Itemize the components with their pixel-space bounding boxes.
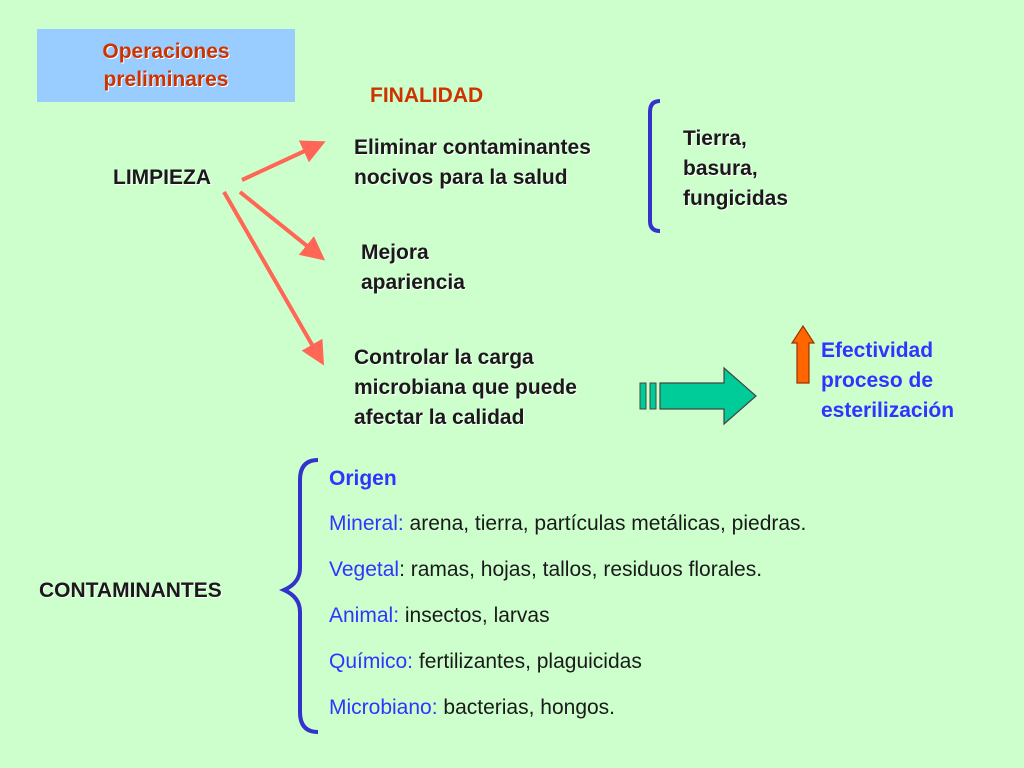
arrow-to-appearance xyxy=(238,190,326,261)
purpose-item-appearance: Mejora apariencia xyxy=(361,238,511,298)
origin-heading: Origen xyxy=(329,467,397,490)
purpose-item-line: afectar la calidad xyxy=(354,406,525,429)
purpose-item-line: apariencia xyxy=(361,271,465,294)
contaminantes-label: CONTAMINANTES xyxy=(39,579,222,602)
contaminant-origin-list: Origen Mineral: arena, tierra, partícula… xyxy=(329,464,1019,739)
limpieza-label: LIMPIEZA xyxy=(113,166,211,189)
purpose-item-line: Controlar la carga xyxy=(354,346,534,369)
title-line-2: preliminares xyxy=(103,67,229,91)
effectiveness-line: Efectividad xyxy=(821,339,934,362)
list-item: Mineral: arena, tierra, partículas metál… xyxy=(329,509,1019,539)
examples-line: fungicidas xyxy=(683,187,789,210)
effectiveness-note: Efectividad proceso de esterilización xyxy=(821,336,1011,426)
effectiveness-line: esterilización xyxy=(821,399,955,422)
list-item: Microbiano: bacterias, hongos. xyxy=(329,693,1019,723)
list-item: Vegetal: ramas, hojas, tallos, residuos … xyxy=(329,555,1019,585)
purpose-item-microbial: Controlar la carga microbiana que puede … xyxy=(354,343,644,433)
origin-examples: insectos, larvas xyxy=(399,604,550,627)
title-box: Operaciones preliminares xyxy=(37,29,295,102)
arrow-to-microbial xyxy=(222,191,324,366)
effectiveness-line: proceso de xyxy=(821,369,934,392)
up-arrow-icon xyxy=(790,324,816,384)
examples-line: basura, xyxy=(683,157,758,180)
list-item: Animal: insectos, larvas xyxy=(329,601,1019,631)
origin-examples: fertilizantes, plaguicidas xyxy=(413,650,642,673)
title-line-1: Operaciones xyxy=(102,39,230,63)
purpose-item-line: nocivos para la salud xyxy=(354,166,568,189)
examples-list: Tierra, basura, fungicidas xyxy=(683,124,843,214)
origin-examples: : ramas, hojas, tallos, residuos florale… xyxy=(399,558,763,581)
bracket-examples xyxy=(648,99,661,233)
origin-type: Químico: xyxy=(329,650,414,673)
origin-examples: bacterias, hongos. xyxy=(437,696,616,719)
purpose-item-line: microbiana que puede xyxy=(354,376,577,399)
finalidad-heading: FINALIDAD xyxy=(370,84,484,107)
examples-line: Tierra, xyxy=(683,127,747,150)
purpose-item-contaminants: Eliminar contaminantes nocivos para la s… xyxy=(354,133,654,193)
origin-type: Mineral: xyxy=(329,512,404,535)
origin-type: Vegetal xyxy=(329,558,400,581)
purpose-item-line: Mejora xyxy=(361,241,429,264)
origin-type: Animal: xyxy=(329,604,400,627)
page-title: Operaciones preliminares xyxy=(81,38,251,94)
origin-type: Microbiano: xyxy=(329,696,438,719)
arrow-to-contaminants xyxy=(241,140,326,182)
block-arrow-icon xyxy=(639,366,757,426)
purpose-item-line: Eliminar contaminantes xyxy=(354,136,591,159)
origin-examples: arena, tierra, partículas metálicas, pie… xyxy=(403,512,807,535)
bracket-contaminants xyxy=(279,458,319,734)
list-item: Químico: fertilizantes, plaguicidas xyxy=(329,647,1019,677)
